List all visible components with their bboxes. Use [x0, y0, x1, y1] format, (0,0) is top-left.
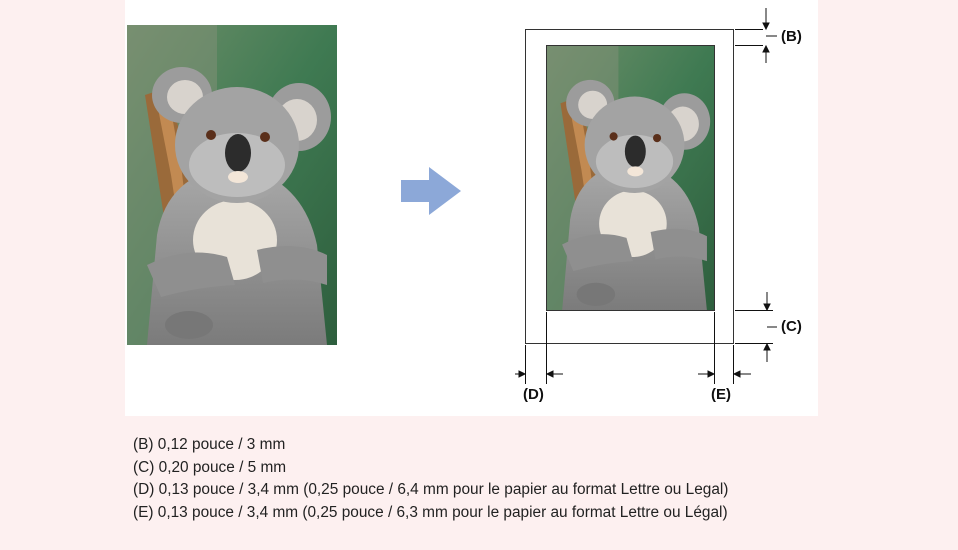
- note-e: (E) 0,13 pouce / 3,4 mm (0,25 pouce / 6,…: [133, 503, 728, 521]
- note-c: (C) 0,20 pouce / 5 mm: [133, 458, 287, 476]
- note-b: (B) 0,12 pouce / 3 mm: [133, 436, 286, 453]
- margin-notes: (B) 0,12 pouce / 3 mm (C) 0,20 pouce / 5…: [133, 434, 728, 524]
- right-arrow-icon: [401, 167, 461, 215]
- label-c: (C): [781, 318, 802, 335]
- figure-panel: (B) (C) (D) (E): [125, 0, 818, 416]
- koala-photo-icon: [127, 25, 337, 345]
- printed-page-icon: [515, 8, 777, 384]
- note-d: (D) 0,13 pouce / 3,4 mm (0,25 pouce / 6,…: [133, 481, 729, 499]
- label-e: (E): [711, 386, 731, 403]
- label-d: (D): [523, 386, 544, 403]
- label-b: (B): [781, 28, 802, 45]
